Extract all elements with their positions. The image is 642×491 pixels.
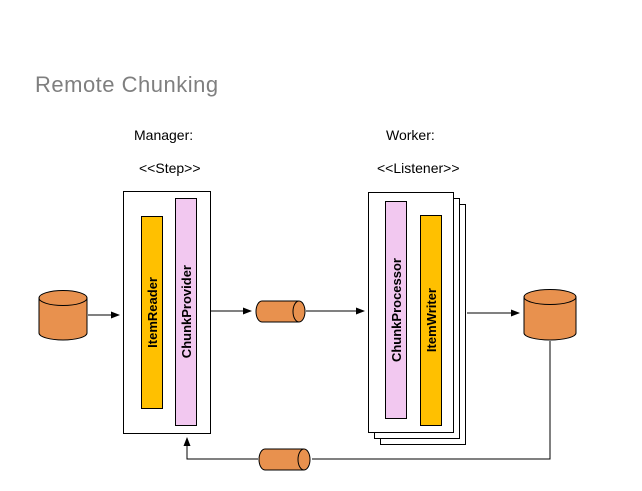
cylinder-bottom bbox=[258, 448, 311, 471]
cylinder-right-top bbox=[523, 289, 577, 305]
worker-label: Worker: bbox=[386, 127, 435, 143]
cylinder-bottom-end bbox=[297, 448, 311, 471]
item-writer-bar: ItemWriter bbox=[420, 215, 442, 426]
manager-stereotype: <<Step>> bbox=[139, 160, 201, 176]
chunk-provider-bar: ChunkProvider bbox=[175, 198, 197, 426]
cylinder-left-body bbox=[38, 298, 88, 341]
item-reader-label: ItemReader bbox=[144, 277, 160, 348]
cylinder-left bbox=[38, 290, 88, 341]
cylinder-right-body bbox=[523, 297, 577, 341]
worker-stereotype: <<Listener>> bbox=[377, 160, 460, 176]
cylinder-middle-end bbox=[292, 300, 306, 323]
manager-step-box bbox=[123, 191, 211, 434]
cylinder-left-top bbox=[38, 290, 88, 306]
manager-label: Manager: bbox=[134, 127, 194, 143]
chunk-processor-bar: ChunkProcessor bbox=[385, 201, 407, 419]
arrow-replyqueue-to-chunkprovider bbox=[183, 437, 258, 460]
chunk-provider-label: ChunkProvider bbox=[178, 265, 194, 359]
cylinder-right bbox=[523, 289, 577, 341]
item-writer-label: ItemWriter bbox=[423, 288, 439, 353]
cylinder-bottom-body bbox=[258, 448, 304, 471]
cylinder-middle bbox=[255, 300, 306, 323]
diagram-title: Remote Chunking bbox=[35, 72, 219, 97]
item-reader-bar: ItemReader bbox=[141, 216, 163, 409]
cylinder-middle-body bbox=[255, 300, 299, 323]
chunk-processor-label: ChunkProcessor bbox=[388, 257, 404, 363]
